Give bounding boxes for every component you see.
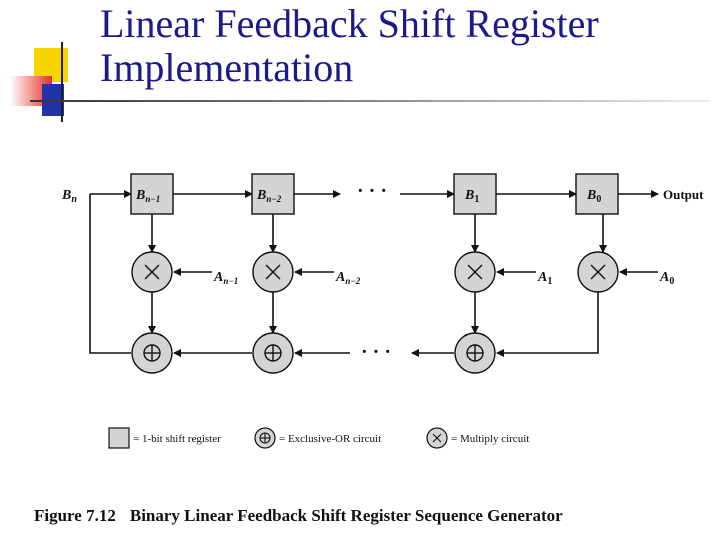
svg-text:B0: B0: [586, 188, 601, 205]
xor-chain: [89, 194, 454, 357]
slide-title: Linear Feedback Shift Register Implement…: [100, 2, 710, 90]
coef-label-an-1: An−1: [213, 270, 238, 286]
svg-text:B1: B1: [464, 188, 479, 205]
xor-icon: [466, 344, 484, 362]
legend-xor: = Exclusive-OR circuit: [254, 427, 381, 449]
multiply-icon: [590, 264, 606, 280]
multiply-icon: [467, 264, 483, 280]
xor-circuit-1: [131, 332, 173, 374]
register-swatch: [108, 427, 130, 449]
figure-caption-text: Binary Linear Feedback Shift Register Se…: [129, 506, 563, 525]
multiplier-2: [252, 251, 294, 293]
ellipsis-top: · · ·: [357, 180, 387, 202]
register-b0: B0: [575, 173, 619, 215]
coef-label-a0: A0: [659, 270, 674, 287]
tap-connections: [148, 194, 607, 357]
ellipsis-bottom: · · ·: [361, 341, 391, 363]
output-label: Output: [663, 187, 704, 202]
slide-title-line-1: Linear Feedback Shift Register: [100, 1, 599, 46]
xor-circuit-3: [454, 332, 496, 374]
multiplier-4: [577, 251, 619, 293]
multiply-icon: [265, 264, 281, 280]
decor-horizontal-line: [30, 100, 710, 102]
xor-icon: [259, 432, 271, 444]
coef-label-a1: A1: [537, 270, 552, 287]
xor-circuit-2: [252, 332, 294, 374]
multiplier-1: [131, 251, 173, 293]
svg-text:Bn−1: Bn−1: [135, 188, 160, 204]
legend-multiply-text: = Multiply circuit: [451, 433, 529, 445]
decor-vertical-line: [61, 42, 63, 122]
legend-multiply: = Multiply circuit: [426, 427, 529, 449]
register-bn-1: Bn−1: [130, 173, 174, 215]
legend: = 1-bit shift register = Exclusive-OR ci…: [108, 427, 529, 449]
xor-icon: [264, 344, 282, 362]
figure-number: Figure 7.12: [34, 506, 116, 525]
input-label-bn: Bn: [61, 188, 77, 205]
coef-label-an-2: An−2: [335, 270, 361, 286]
svg-text:Bn−2: Bn−2: [256, 188, 282, 204]
multiplier-3: [454, 251, 496, 293]
slide-title-line-2: Implementation: [100, 45, 354, 90]
legend-xor-text: = Exclusive-OR circuit: [279, 433, 381, 445]
multiply-icon: [144, 264, 160, 280]
register-b1: B1: [453, 173, 497, 215]
multiply-icon: [432, 433, 442, 443]
legend-register: = 1-bit shift register: [108, 427, 221, 449]
figure-caption: Figure 7.12 Binary Linear Feedback Shift …: [34, 506, 563, 526]
xor-icon: [143, 344, 161, 362]
register-bn-2: Bn−2: [251, 173, 295, 215]
feedback-line: [89, 194, 131, 354]
mul0-to-xor-3: [496, 290, 599, 357]
legend-register-text: = 1-bit shift register: [133, 433, 221, 445]
